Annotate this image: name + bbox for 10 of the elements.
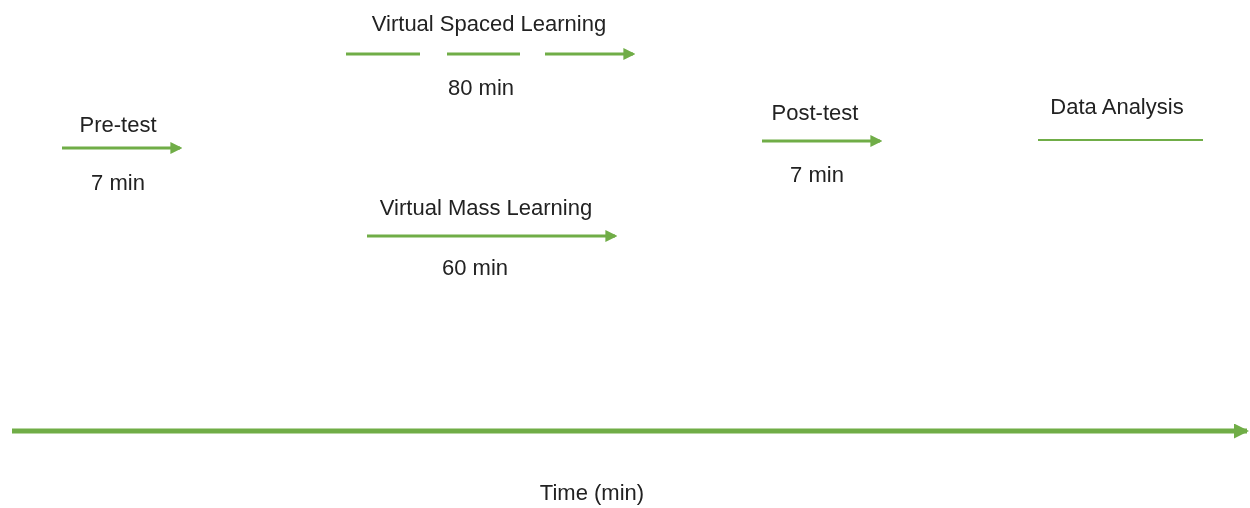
duration-label: 7 min — [790, 162, 844, 188]
stage-label: Virtual Spaced Learning — [371, 11, 607, 37]
duration-label: 80 min — [448, 75, 514, 101]
duration-label: 60 min — [442, 255, 508, 281]
axis-label: Time (min) — [539, 480, 645, 506]
stage-label: Post-test — [771, 100, 859, 126]
duration-label: 7 min — [91, 170, 145, 196]
stage-label: Virtual Mass Learning — [379, 195, 593, 221]
stage-label: Data Analysis — [1050, 94, 1184, 120]
stage-label: Pre-test — [79, 112, 157, 138]
